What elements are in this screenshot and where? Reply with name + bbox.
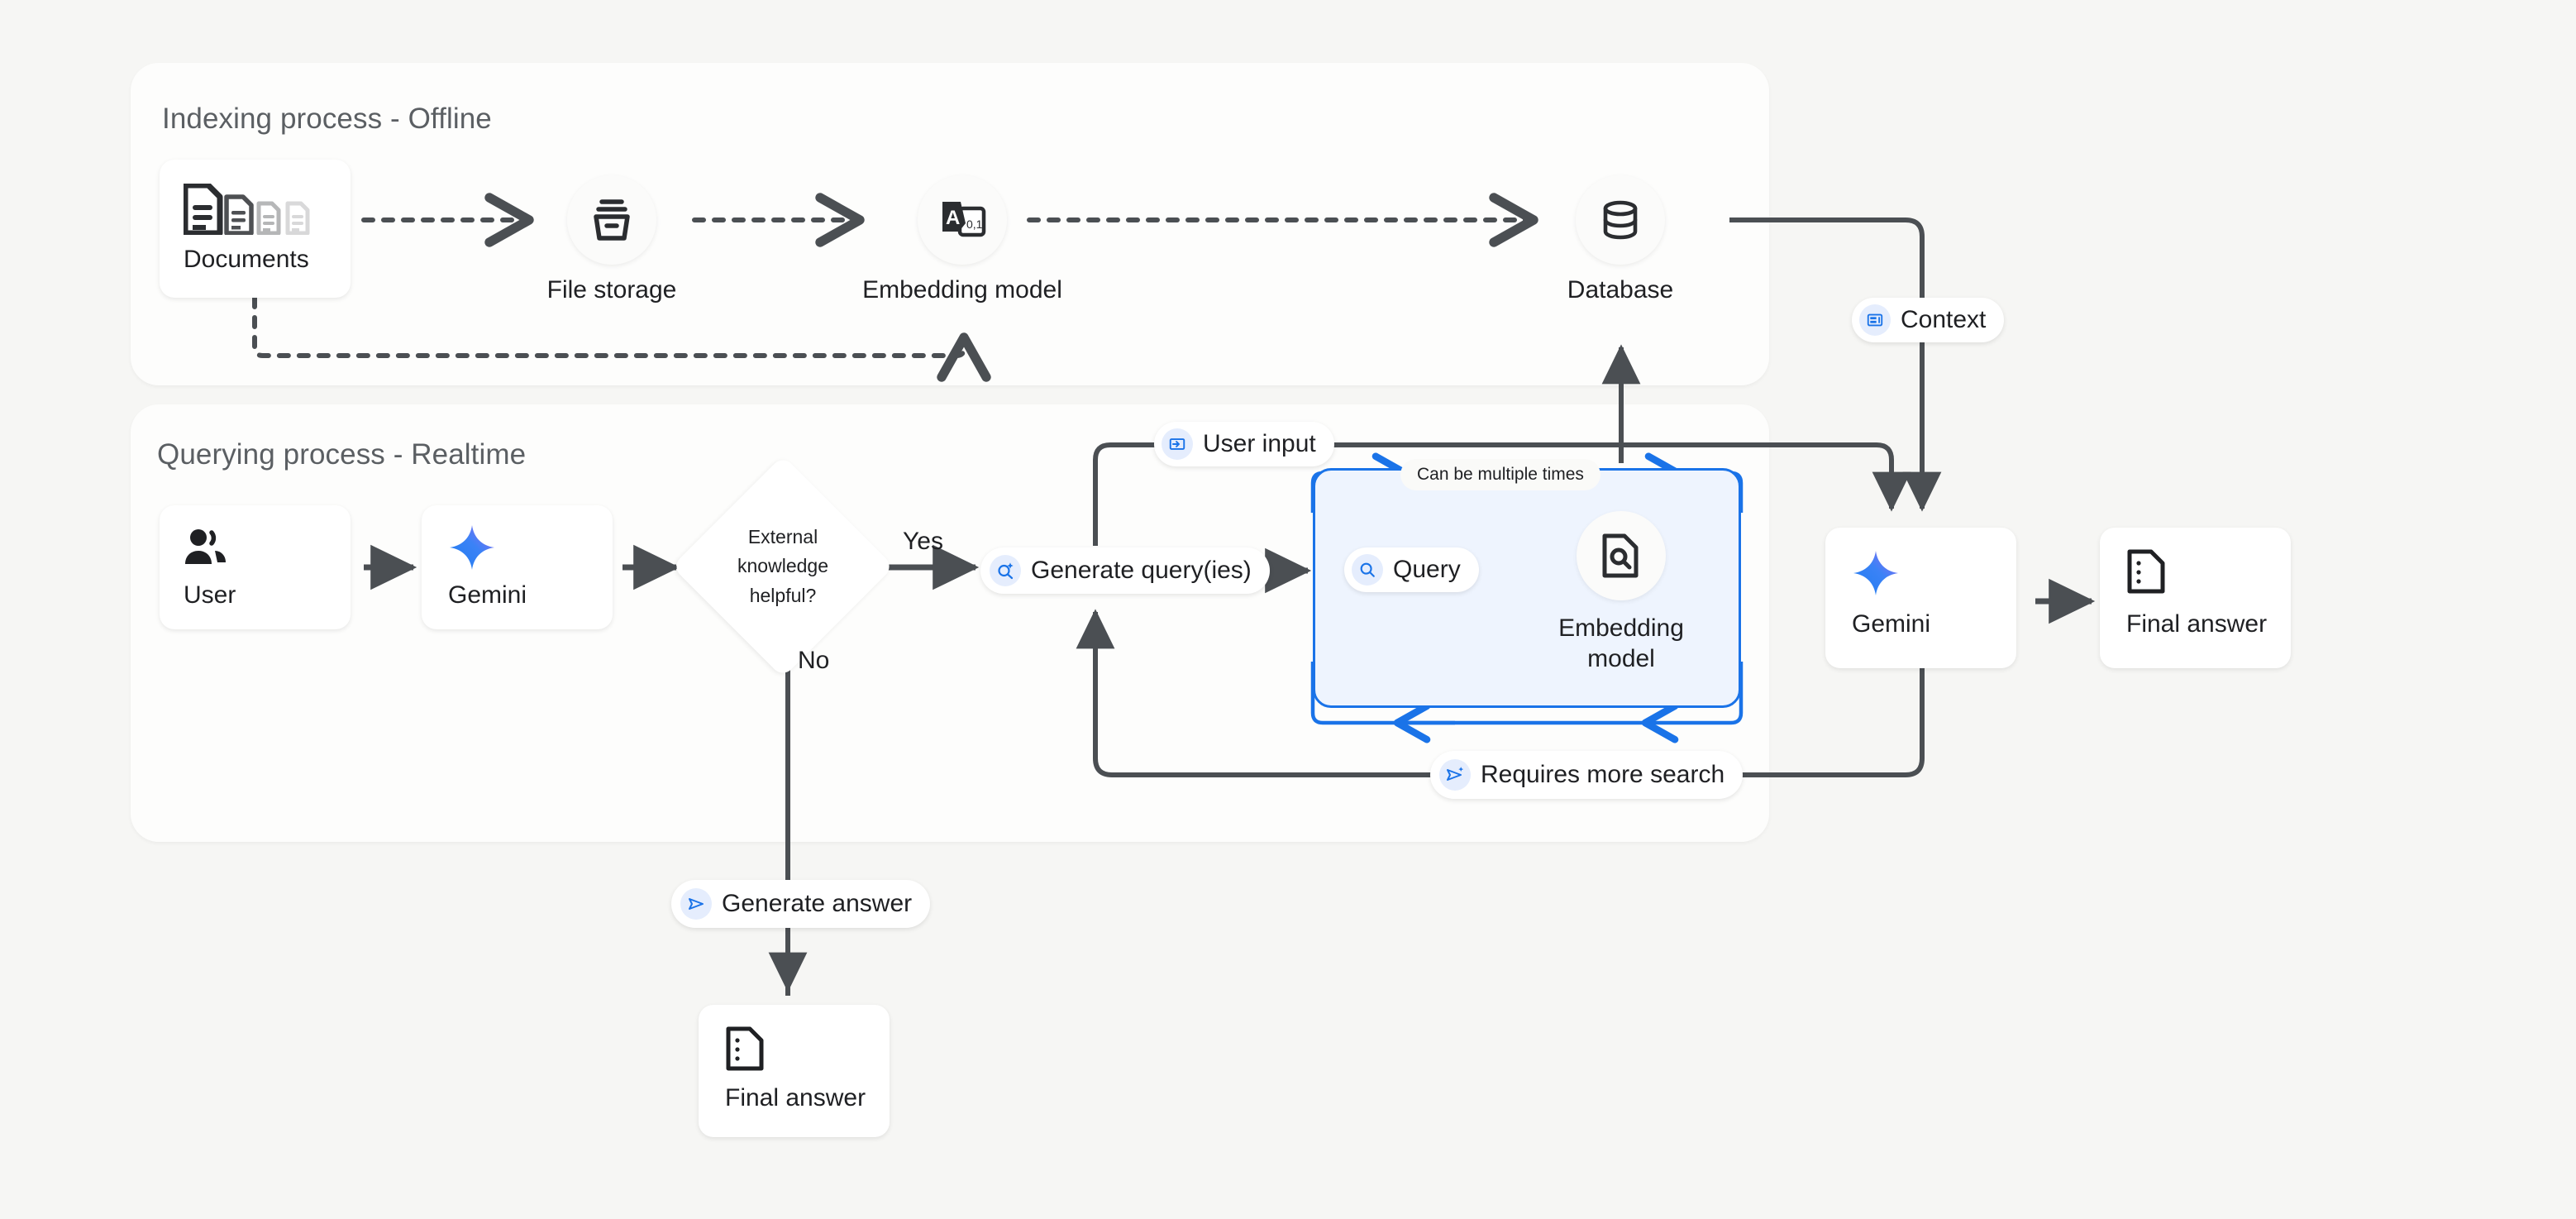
- context-panel-icon: [1859, 304, 1891, 336]
- answer-doc-icon: [2126, 549, 2168, 598]
- database-icon: [1600, 199, 1641, 245]
- pill-requires-more-search[interactable]: Requires more search: [1430, 751, 1744, 799]
- gemini-sparkle-icon: [1852, 549, 1900, 601]
- pill-query-label: Query: [1393, 556, 1461, 583]
- gemini-sparkle-icon: [448, 523, 496, 576]
- pill-context-label: Context: [1901, 306, 1987, 333]
- svg-text:0,1: 0,1: [966, 218, 983, 231]
- node-database[interactable]: [1576, 175, 1665, 265]
- pill-requires-more-search-label: Requires more search: [1481, 761, 1725, 788]
- send-sparkle-icon: [1439, 759, 1471, 791]
- indexing-panel-title: Indexing process - Offline: [162, 103, 492, 135]
- pill-query[interactable]: Query: [1344, 547, 1479, 592]
- svg-text:A: A: [946, 207, 960, 229]
- pill-generate-queries-label: Generate query(ies): [1031, 557, 1252, 584]
- pill-user-input[interactable]: User input: [1154, 422, 1334, 466]
- node-final-answer-right-label: Final answer: [2126, 610, 2268, 638]
- node-gemini-left-label: Gemini: [448, 581, 527, 609]
- archive-box-icon: [592, 198, 632, 246]
- search-sparkle-icon: [990, 555, 1021, 586]
- node-database-label: Database: [1567, 276, 1674, 304]
- node-embedding-model-loop-label: Embedding model: [1558, 614, 1684, 672]
- user-group-icon: [184, 528, 230, 571]
- node-embedding-model-indexing[interactable]: 0,1 A: [918, 175, 1007, 265]
- note-can-be-multiple-times: Can be multiple times: [1400, 459, 1600, 490]
- send-icon: [680, 888, 712, 920]
- pill-context[interactable]: Context: [1852, 298, 2005, 342]
- node-embedding-model-loop[interactable]: [1577, 511, 1666, 600]
- querying-panel-title: Querying process - Realtime: [157, 438, 527, 471]
- search-icon: [1352, 554, 1383, 586]
- answer-doc-icon: [725, 1026, 766, 1075]
- node-file-storage[interactable]: [567, 175, 656, 265]
- edge-label-yes: Yes: [903, 528, 943, 555]
- node-documents-label: Documents: [184, 246, 309, 273]
- decision-line-2: knowledge: [737, 555, 828, 577]
- pill-generate-answer[interactable]: Generate answer: [671, 880, 931, 928]
- input-arrow-icon: [1162, 428, 1193, 460]
- node-final-answer-right[interactable]: Final answer: [2100, 528, 2291, 668]
- translate-embedding-icon: 0,1 A: [939, 197, 987, 249]
- node-gemini-left[interactable]: Gemini: [422, 505, 613, 629]
- node-user[interactable]: User: [160, 505, 351, 629]
- edge-label-no: No: [798, 647, 830, 674]
- decision-line-3: helpful?: [749, 584, 817, 606]
- node-embedding-model-indexing-label: Embedding model: [862, 276, 1062, 304]
- decision-external-knowledge-helpful[interactable]: External knowledge helpful?: [671, 455, 894, 678]
- node-final-answer-bottom-label: Final answer: [725, 1084, 866, 1111]
- node-final-answer-bottom[interactable]: Final answer: [699, 1005, 890, 1137]
- node-file-storage-label: File storage: [546, 276, 677, 304]
- node-gemini-right-label: Gemini: [1852, 610, 1931, 638]
- node-gemini-right[interactable]: Gemini: [1825, 528, 2016, 668]
- decision-line-1: External: [747, 525, 818, 547]
- document-search-icon: [1601, 533, 1641, 582]
- decision-text: External knowledge helpful?: [704, 488, 861, 645]
- documents-icon: [182, 182, 316, 237]
- node-user-label: User: [184, 581, 236, 609]
- pill-user-input-label: User input: [1203, 430, 1316, 457]
- node-documents[interactable]: Documents: [160, 160, 351, 298]
- pill-generate-answer-label: Generate answer: [722, 890, 913, 917]
- pill-generate-queries[interactable]: Generate query(ies): [980, 547, 1270, 594]
